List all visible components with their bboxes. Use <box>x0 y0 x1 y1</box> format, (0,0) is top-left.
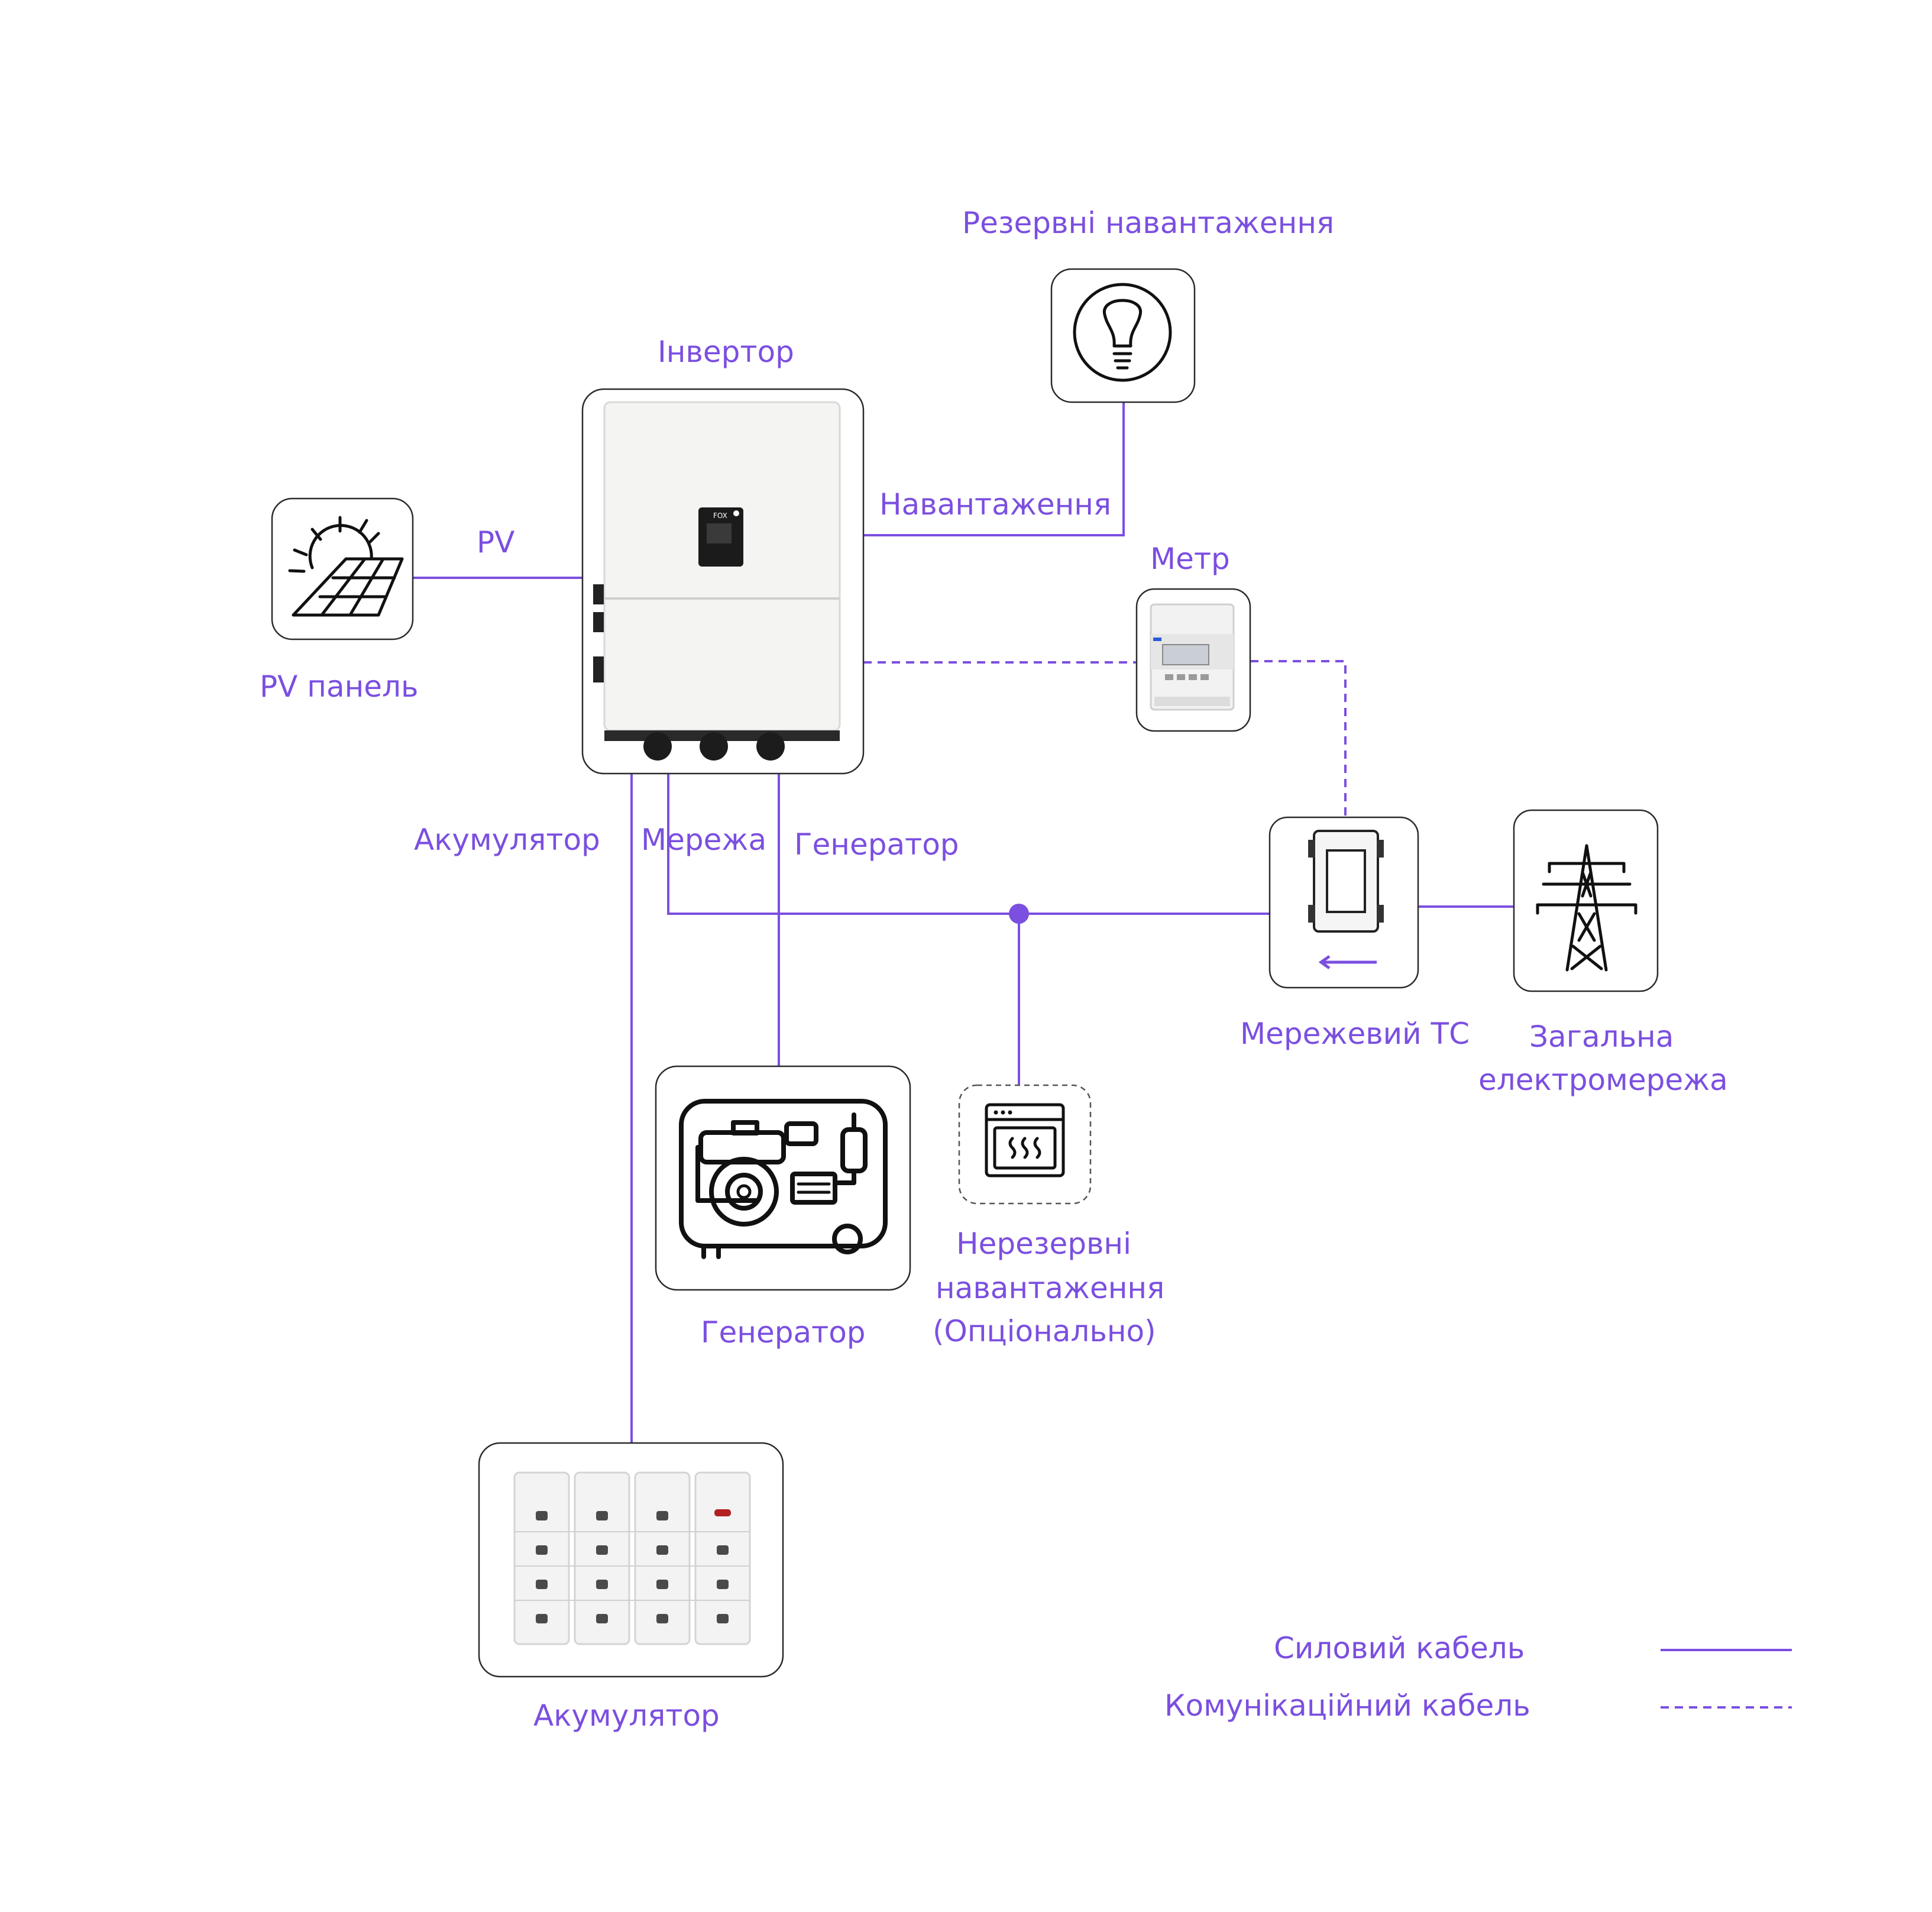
battery-stack-icon <box>513 1471 751 1645</box>
light-bulb-icon <box>1073 283 1172 382</box>
nonbackup-loads-box <box>958 1084 1092 1205</box>
nonbackup-loads-node <box>958 1084 1092 1205</box>
grid-ct-node <box>1268 816 1419 989</box>
grid-ct-label: Мережевий ТС <box>1240 1017 1470 1051</box>
utility-grid-node <box>1513 809 1659 992</box>
battery-link-label: Акумулятор <box>414 823 600 857</box>
pv-panel-node <box>271 497 414 640</box>
backup-loads-box <box>1050 268 1196 403</box>
utility-grid-label-1: Загальна <box>1529 1020 1674 1054</box>
energy-meter-icon <box>1150 603 1235 711</box>
power-pylon-icon <box>1536 844 1637 972</box>
legend-comm-label: Комунікаційний кабель <box>1164 1688 1530 1723</box>
solar-panel-icon <box>288 516 404 617</box>
nonbackup-label-2: навантаження <box>936 1271 1164 1305</box>
pv-panel-box <box>271 497 414 640</box>
pv-label: PV <box>477 525 514 559</box>
load-label: Навантаження <box>879 487 1111 522</box>
meter-node <box>1135 588 1251 732</box>
grid-power-line <box>667 774 1270 915</box>
pv-panel-label: PV панель <box>260 669 418 704</box>
generator-icon <box>679 1099 888 1259</box>
backup-loads-label: Резервні навантаження <box>962 206 1334 240</box>
junction-dot <box>1009 904 1029 924</box>
utility-grid-label-2: електромережа <box>1478 1063 1728 1097</box>
generator-link-label: Генератор <box>794 827 959 862</box>
generator-label: Генератор <box>701 1315 866 1350</box>
load-power-line <box>863 402 1125 536</box>
inverter-label: Інвертор <box>658 335 794 369</box>
utility-grid-box <box>1513 809 1659 992</box>
battery-node <box>478 1442 784 1678</box>
hybrid-inverter-icon <box>593 401 841 761</box>
backup-loads-node <box>1050 268 1196 403</box>
nonbackup-label-1: Нерезервні <box>956 1227 1131 1261</box>
grid-link-label: Мережа <box>641 823 766 857</box>
current-transformer-icon <box>1308 830 1384 970</box>
inverter-node: FOX <box>581 388 865 775</box>
inverter-brand-label: FOX <box>713 512 727 520</box>
connections <box>413 402 1514 1443</box>
generator-box <box>655 1065 911 1291</box>
generator-node <box>655 1065 911 1291</box>
oven-icon <box>985 1103 1065 1177</box>
nonbackup-label-3: (Опціонально) <box>933 1314 1156 1348</box>
legend-power-label: Силовий кабель <box>1274 1631 1525 1665</box>
meter-label: Метр <box>1150 542 1230 576</box>
legend: Силовий кабель Комунікаційний кабель <box>1164 1631 1792 1723</box>
battery-label: Акумулятор <box>533 1699 720 1733</box>
ct-comm-line <box>1250 660 1347 817</box>
